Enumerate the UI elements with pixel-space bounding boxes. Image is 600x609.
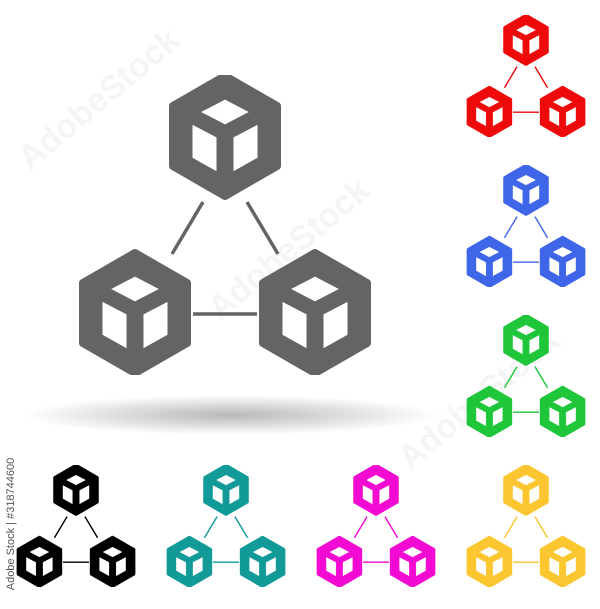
cube-network-icon-blue [465, 165, 587, 287]
cube-network-icon-yellow [465, 465, 587, 587]
cube-network-icon-main-gray [75, 75, 375, 375]
stock-credit: Adobe Stock | #318744600 [5, 457, 17, 591]
cube-network-icon-black [15, 465, 137, 587]
cube-network-icon-magenta [315, 465, 437, 587]
cube-network-icon-green [465, 315, 587, 437]
main-icon-shadow [20, 395, 440, 435]
cube-network-icon-teal [165, 465, 287, 587]
cube-network-icon-red [465, 15, 587, 137]
